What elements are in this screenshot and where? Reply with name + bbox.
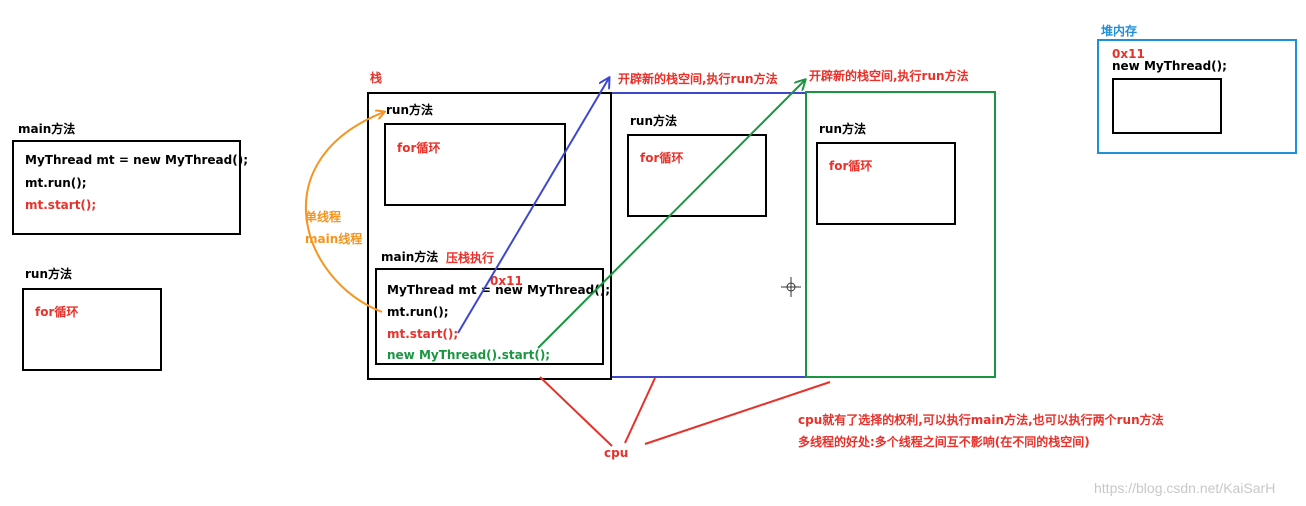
new-stack-1-run-box (627, 134, 767, 217)
new-stack-2-run-box (816, 142, 956, 225)
left-main-line3: mt.start(); (25, 198, 97, 212)
new-stack-2-frame (805, 91, 996, 378)
left-run-title: run方法 (25, 267, 73, 281)
left-main-title: main方法 (18, 122, 76, 136)
left-run-loop: for循环 (35, 305, 79, 319)
stack-push-label: 压栈执行 (446, 251, 495, 265)
cpu-label: cpu (604, 446, 629, 460)
watermark: https://blog.csdn.net/KaiSarH (1094, 480, 1276, 496)
heap-object: new MyThread(); (1112, 59, 1227, 73)
single-thread-label: 单线程 (305, 210, 342, 224)
left-run-box (22, 288, 162, 371)
cpu-line-1 (539, 376, 613, 447)
new-stack-1-loop: for循环 (640, 151, 684, 165)
stack-main-line4: new MyThread().start(); (387, 348, 551, 362)
stack-main-title: main方法 (381, 250, 439, 264)
stack-run-title: run方法 (386, 103, 434, 117)
new-stack-2-run-title: run方法 (819, 122, 867, 136)
stack-main-line2: mt.run(); (387, 305, 449, 319)
stack-main-line1: MyThread mt = new MyThread(); (387, 283, 611, 297)
heap-object-box (1112, 78, 1222, 134)
cpu-line-2 (624, 377, 656, 444)
cpu-note-2: 多线程的好处:多个线程之间互不影响(在不同的栈空间) (798, 435, 1090, 449)
left-main-line1: MyThread mt = new MyThread(); (25, 153, 249, 167)
heap-frame (1097, 39, 1297, 154)
new-stack-1-label: 开辟新的栈空间,执行run方法 (618, 72, 778, 86)
new-stack-1-run-title: run方法 (630, 114, 678, 128)
left-main-box (12, 140, 241, 235)
heap-address: 0x11 (1112, 47, 1145, 61)
stack-run-box (384, 123, 566, 206)
stack-main-line3: mt.start(); (387, 327, 459, 341)
stack-run-loop: for循环 (397, 141, 441, 155)
new-stack-2-label: 开辟新的栈空间,执行run方法 (809, 69, 969, 83)
new-stack-2-loop: for循环 (829, 159, 873, 173)
heap-label: 堆内存 (1101, 24, 1138, 38)
cpu-note-1: cpu就有了选择的权利,可以执行main方法,也可以执行两个run方法 (798, 413, 1164, 427)
left-main-line2: mt.run(); (25, 176, 87, 190)
stack-label: 栈 (370, 71, 383, 85)
main-thread-label: main线程 (305, 232, 363, 246)
